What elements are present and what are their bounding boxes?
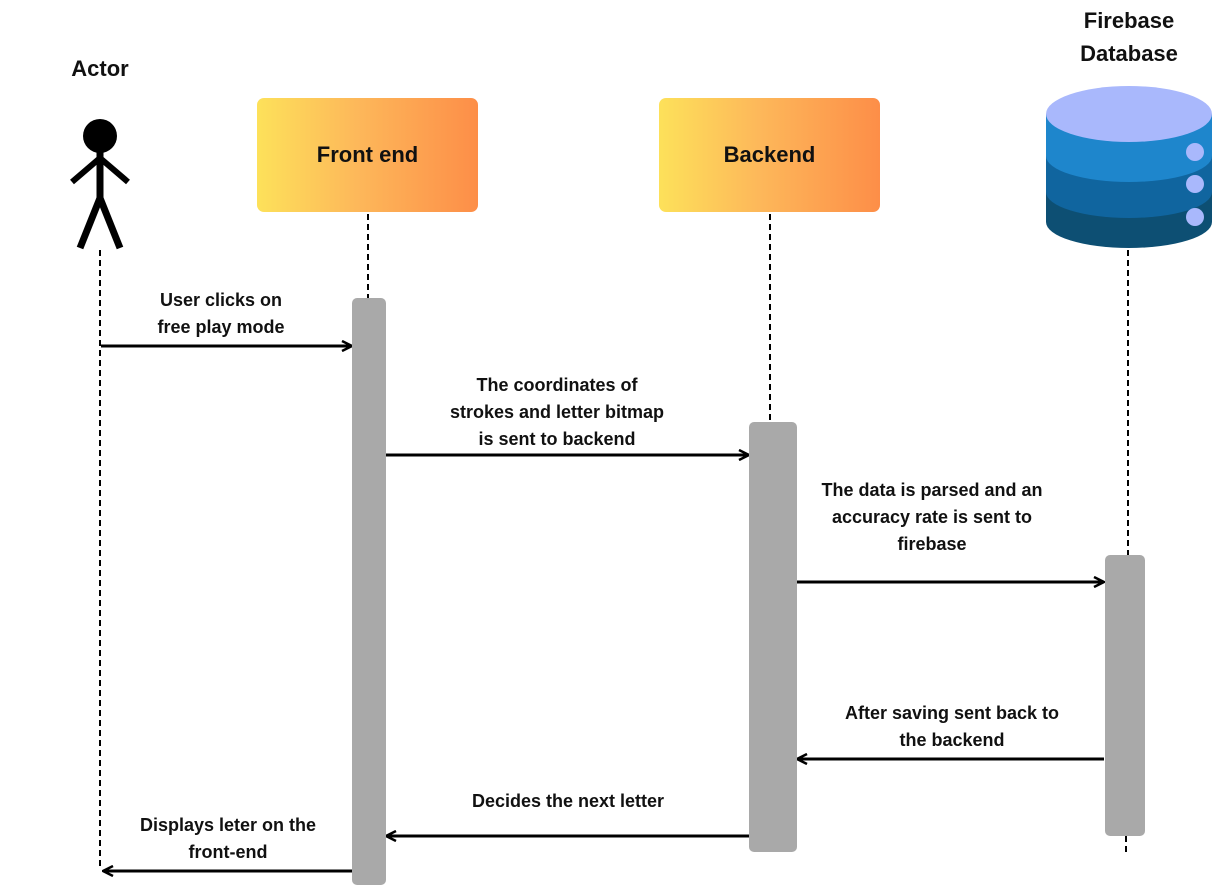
message-label-1: User clicks on free play mode: [157, 290, 285, 337]
message-label-4: After saving sent back to the backend: [844, 703, 1060, 750]
actor-stick-figure-icon: [70, 119, 130, 250]
message-label-6: Displays leter on the front-end: [139, 815, 317, 862]
backend-activation-bar: [749, 422, 797, 852]
message-label-3: The data is parsed and an accuracy rate …: [821, 480, 1043, 554]
database-cylinder-icon: [1046, 86, 1212, 248]
backend-participant-box: Backend: [659, 98, 880, 212]
database-title: Firebase Database: [1080, 8, 1178, 66]
message-label-2: The coordinates of strokes and letter bi…: [449, 375, 665, 449]
actor-title: Actor: [71, 56, 129, 81]
backend-label: Backend: [723, 142, 816, 167]
frontend-label: Front end: [316, 142, 419, 167]
frontend-participant-box: Front end: [257, 98, 478, 212]
message-label-5: Decides the next letter: [471, 791, 665, 811]
frontend-activation-bar: [352, 298, 386, 885]
database-activation-bar: [1105, 555, 1145, 836]
